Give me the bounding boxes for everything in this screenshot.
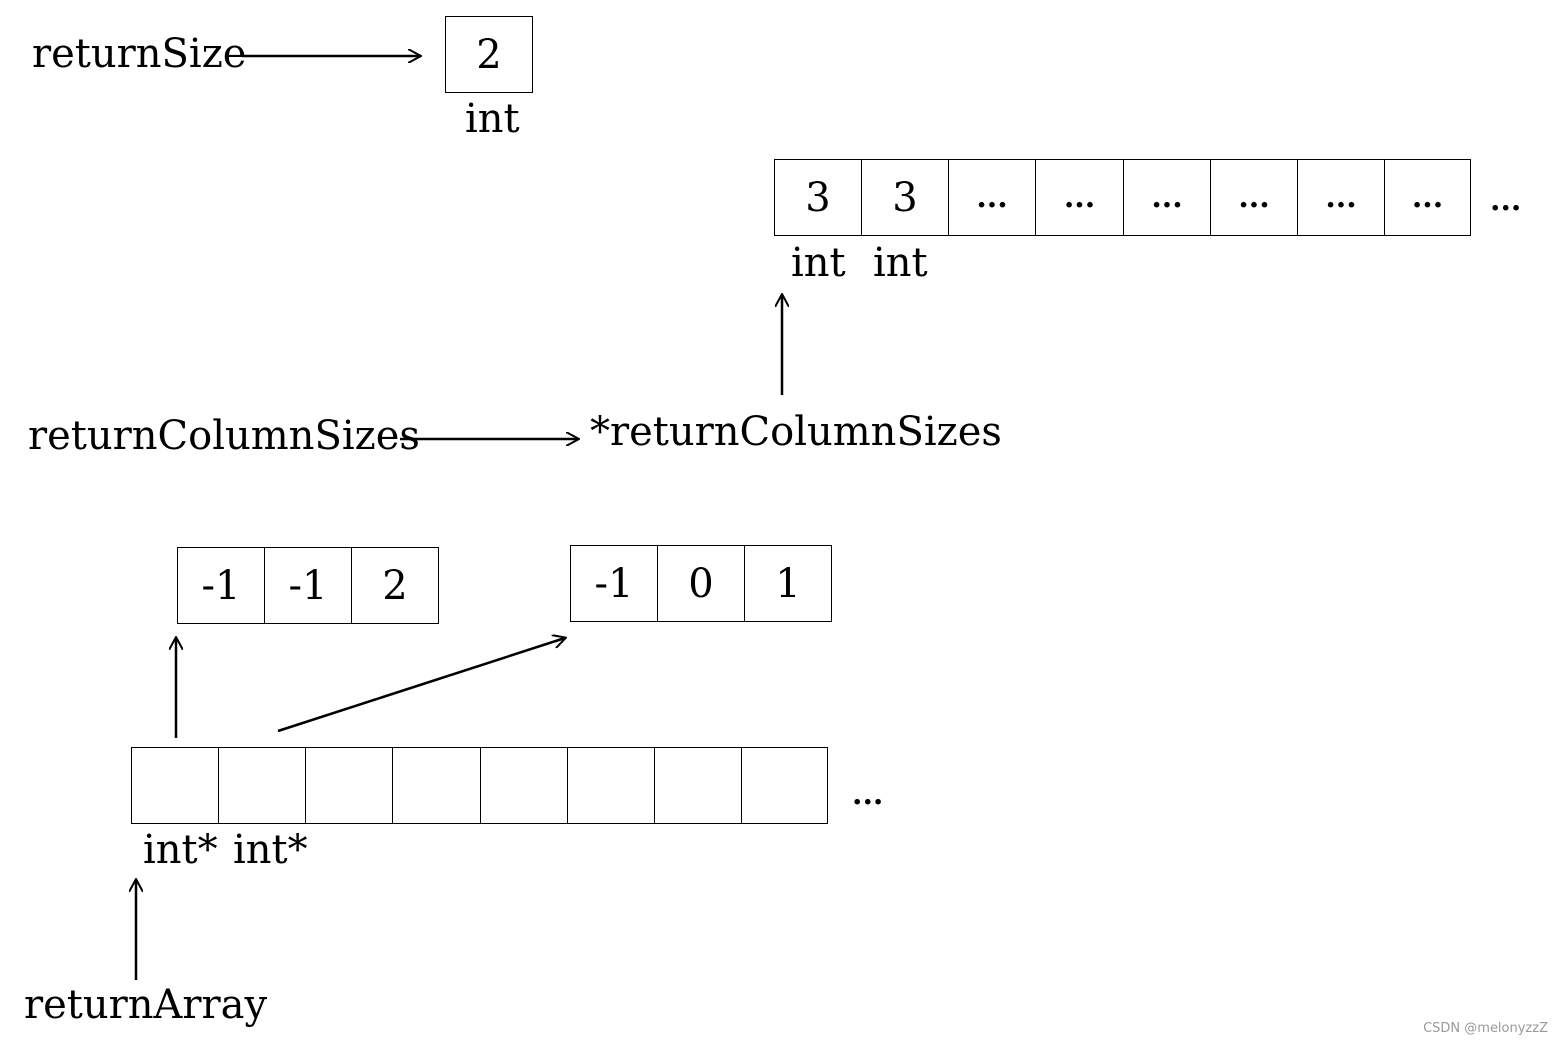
colsize-cell-0: 3 xyxy=(774,159,862,236)
colsize-cell-6: ... xyxy=(1297,159,1385,236)
row1-value-1: 0 xyxy=(688,560,714,607)
colsize-cell-2: ... xyxy=(948,159,1036,236)
returnsize-value: 2 xyxy=(476,31,502,78)
colsize-value-6: ... xyxy=(1325,180,1357,215)
colsize-value-7: ... xyxy=(1411,180,1444,215)
row0-cell-1: -1 xyxy=(264,547,352,624)
colsize-cell-1: 3 xyxy=(861,159,949,236)
ptr-cell-4 xyxy=(480,747,568,824)
row0-cell-0: -1 xyxy=(177,547,265,624)
ptr-type-0: int* xyxy=(143,827,218,873)
colsize-value-2: ... xyxy=(976,180,1008,215)
ptr-cell-1 xyxy=(218,747,306,824)
row0-value-0: -1 xyxy=(201,562,241,609)
colsize-cell-3: ... xyxy=(1035,159,1124,236)
colsize-value-3: ... xyxy=(1063,180,1096,215)
ptr-cell-6 xyxy=(654,747,742,824)
colsize-value-0: 3 xyxy=(805,174,831,221)
row1-cell-1: 0 xyxy=(657,545,745,622)
row0-value-2: 2 xyxy=(382,562,408,609)
row1-pointer-arrow xyxy=(277,638,565,733)
row1-cell-0: -1 xyxy=(570,545,658,622)
colsize-cell-4: ... xyxy=(1123,159,1211,236)
colsize-cell-5: ... xyxy=(1210,159,1298,236)
colsize-trailing: ... xyxy=(1490,183,1522,218)
row1-value-0: -1 xyxy=(594,560,634,607)
ptr-cell-0 xyxy=(131,747,219,824)
returncolumnsizes-label: returnColumnSizes xyxy=(28,413,420,459)
row0-value-1: -1 xyxy=(288,562,328,609)
ptr-cell-3 xyxy=(392,747,481,824)
row1-value-2: 1 xyxy=(775,560,801,607)
colsize-cell-7: ... xyxy=(1384,159,1471,236)
deref-returncolumnsizes-label: *returnColumnSizes xyxy=(590,409,1002,455)
colsize-value-4: ... xyxy=(1151,180,1183,215)
returnsize-label: returnSize xyxy=(32,31,247,77)
ptr-cell-2 xyxy=(305,747,393,824)
returnarray-label: returnArray xyxy=(24,982,268,1028)
row1-cell-2: 1 xyxy=(744,545,832,622)
ptr-cell-7 xyxy=(741,747,828,824)
ptr-type-1: int* xyxy=(233,827,308,873)
returnsize-cell: 2 xyxy=(445,16,533,93)
ptr-trailing: ... xyxy=(852,777,884,812)
colsize-value-1: 3 xyxy=(892,174,918,221)
colsize-value-5: ... xyxy=(1238,180,1270,215)
watermark: CSDN @melonyzzZ xyxy=(1423,1021,1548,1036)
returnsize-type: int xyxy=(465,96,520,142)
colsize-type-1: int xyxy=(873,240,928,286)
colsize-type-0: int xyxy=(791,240,846,286)
row0-cell-2: 2 xyxy=(351,547,439,624)
ptr-cell-5 xyxy=(567,747,655,824)
